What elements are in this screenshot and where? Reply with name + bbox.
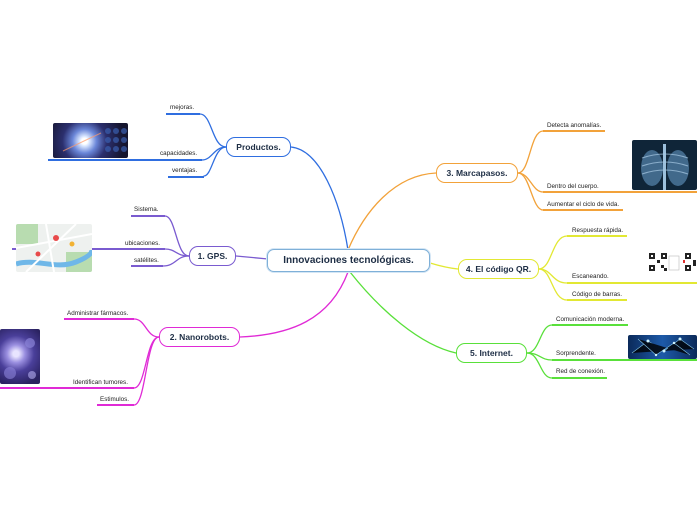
node-label: 1. GPS.: [198, 251, 228, 261]
leaf-underline: [131, 215, 165, 217]
leaf-ubicaciones[interactable]: ubicaciones.: [125, 240, 160, 248]
leaf-sistema[interactable]: Sistema.: [134, 206, 159, 214]
leaf-escaneando[interactable]: Escaneando.: [572, 273, 609, 281]
leaf-sorprendente[interactable]: Sorprendente.: [556, 350, 596, 358]
node-gps[interactable]: 1. GPS.: [189, 246, 236, 266]
leaf-underline: [64, 318, 134, 320]
link-productos: [291, 147, 348, 250]
node-label: 3. Marcapasos.: [447, 168, 508, 178]
leaf-dentro-del-cuerpo[interactable]: Dentro del cuerpo.: [547, 183, 599, 191]
leaf-comunicacion-moderna[interactable]: Comunicación moderna.: [556, 316, 624, 324]
leaf-respuesta-rapida[interactable]: Respuesta rápida.: [572, 227, 623, 235]
leaf-red-conexion[interactable]: Red de conexión.: [556, 368, 605, 376]
leaf-underline: [552, 377, 607, 379]
leaf-underline: [168, 176, 204, 178]
node-nanorobots[interactable]: 2. Nanorobots.: [159, 327, 240, 347]
central-node[interactable]: Innovaciones tecnológicas.: [267, 249, 430, 272]
leaf-underline: [552, 359, 697, 361]
node-label: 4. El código QR.: [466, 264, 531, 274]
leaf-underline: [97, 404, 134, 406]
node-marcapasos[interactable]: 3. Marcapasos.: [436, 163, 518, 183]
link-gps: [236, 256, 268, 259]
leaf-estimulos[interactable]: Estimulos.: [100, 396, 129, 404]
leaf-mejoras[interactable]: mejoras.: [170, 104, 194, 112]
node-label: 2. Nanorobots.: [170, 332, 230, 342]
leaf-underline: [543, 130, 605, 132]
leaf-ventajas[interactable]: ventajas.: [172, 167, 197, 175]
node-productos[interactable]: Productos.: [226, 137, 291, 157]
node-label: Productos.: [236, 142, 280, 152]
node-label: 5. Internet.: [470, 348, 513, 358]
leaf-underline: [543, 191, 697, 193]
leaf-underline: [166, 113, 200, 115]
leaf-detecta-anomalias[interactable]: Detecta anomalías.: [547, 122, 601, 130]
light-burst-image: [53, 123, 128, 158]
link-marca: [348, 173, 436, 250]
xray-image: [632, 140, 697, 190]
leaf-underline: [567, 299, 627, 301]
map-image: [16, 224, 92, 272]
leaf-underline: [48, 159, 202, 161]
network-image: [628, 335, 697, 359]
leaf-underline: [567, 235, 627, 237]
nanorobot-image: [0, 329, 40, 384]
leaf-administrar-farmacos[interactable]: Administrar fármacos.: [67, 310, 128, 318]
leaf-aumentar-ciclo[interactable]: Aumentar el ciclo de vida.: [547, 201, 619, 209]
leaf-satelites[interactable]: satélites.: [134, 257, 159, 265]
leaf-identifican-tumores[interactable]: Identifican tumores.: [73, 379, 128, 387]
leaf-codigo-barras[interactable]: Código de barras.: [572, 291, 622, 299]
leaf-underline: [131, 265, 163, 267]
link-qr: [430, 263, 458, 269]
node-internet[interactable]: 5. Internet.: [456, 343, 527, 363]
leaf-underline: [567, 282, 697, 284]
central-label: Innovaciones tecnológicas.: [283, 255, 414, 266]
leaf-underline: [0, 387, 134, 389]
link-nano: [240, 272, 348, 337]
leaf-capacidades[interactable]: capacidades.: [160, 150, 197, 158]
node-qr[interactable]: 4. El código QR.: [458, 259, 539, 279]
link-internet: [350, 272, 456, 353]
qr-code-image: [647, 252, 697, 276]
leaf-underline: [543, 209, 623, 211]
leaf-underline: [552, 324, 628, 326]
